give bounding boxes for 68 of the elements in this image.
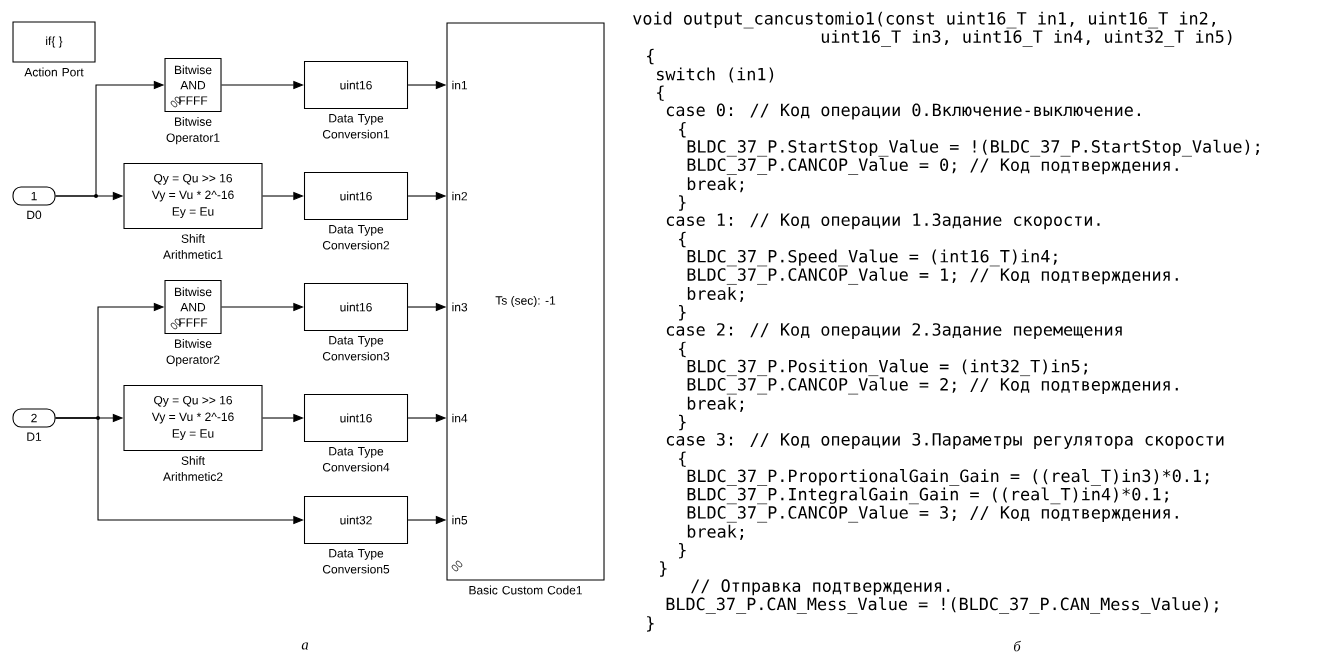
- code-line: }: [679, 195, 686, 211]
- shift-block: Qy = Qu >> 16 Vy = Vu * 2^-16 Ey = Eu: [123, 384, 263, 452]
- block-label: Data Type Conversion1: [322, 114, 390, 139]
- code-line: case 3: // Код операции 3.Параметры регулятора скорости: [666, 432, 1224, 449]
- conversion-block: uint16: [303, 282, 409, 332]
- sample-time-label: Ts (sec): -1: [495, 295, 556, 308]
- code-line: void output_cancustomio1(const uint16_T in1, uint16_T in2,: [633, 11, 1215, 29]
- panel-letter: а: [301, 642, 309, 650]
- code-line: BLDC_37_P.Position_Value = (int32_T)in5;: [687, 359, 1087, 377]
- code-line: {: [647, 48, 654, 65]
- block-label: D0: [27, 210, 42, 220]
- code-line: BLDC_37_P.Speed_Value = (int16_T)in4;: [687, 249, 1057, 267]
- code-line: case 0: // Код операции 0.Включение-выключение.: [666, 103, 1140, 120]
- block-label: Data Type Conversion5: [322, 549, 390, 574]
- code-line: }: [647, 616, 654, 632]
- code-line: BLDC_37_P.CANCOP_Value = 1; // Код подтверждения.: [687, 267, 1178, 285]
- block-label: Action Port: [24, 67, 84, 77]
- code-line: BLDC_37_P.CANCOP_Value = 3; // Код подтверждения.: [687, 505, 1178, 523]
- action-port-block: if{ }: [12, 21, 96, 63]
- port-label: in2: [452, 191, 467, 201]
- code-line: BLDC_37_P.CAN_Mess_Value = !(BLDC_37_P.CAN_Mess_Value);: [666, 597, 1218, 614]
- code-line: break;: [687, 286, 744, 303]
- code-line: {: [657, 85, 664, 101]
- custom-code-block: [446, 22, 605, 581]
- block-label: Basic Custom Code1: [469, 585, 582, 595]
- block-label: D1: [27, 432, 42, 441]
- code-line: BLDC_37_P.CANCOP_Value = 2; // Код подтверждения.: [687, 377, 1178, 395]
- code-line: }: [679, 542, 686, 559]
- code-line: case 2: // Код операции 2.Задание перемещения: [666, 323, 1122, 340]
- code-line: switch (in1): [657, 67, 774, 83]
- code-line: case 1: // Код операции 1.Задание скорости.: [666, 213, 1100, 230]
- code-line: {: [679, 122, 686, 138]
- port-label: in1: [452, 80, 468, 90]
- bitwise-block: Bitwise AND FFFF: [164, 279, 222, 335]
- block-label: Data Type Conversion3: [322, 336, 390, 361]
- code-line: BLDC_37_P.StartStop_Value = !(BLDC_37_P.StartStop_Value);: [687, 139, 1259, 157]
- code-line: BLDC_37_P.ProportionalGain_Gain = ((real_T)in3)*0.1;: [687, 469, 1209, 486]
- block-label: Shift Arithmetic2: [163, 456, 223, 481]
- code-line: }: [679, 414, 686, 431]
- code-line: {: [679, 341, 686, 358]
- block-label: Bitwise Operator2: [166, 339, 220, 367]
- code-line: }: [660, 561, 667, 577]
- panel-letter: б: [1013, 640, 1022, 652]
- block-label: Shift Arithmetic1: [163, 234, 223, 259]
- code-line: {: [679, 451, 686, 467]
- block-label: Bitwise Operator1: [166, 117, 220, 145]
- bitwise-block: Bitwise AND FFFF: [164, 57, 222, 113]
- shift-block: Qy = Qu >> 16 Vy = Vu * 2^-16 Ey = Eu: [123, 162, 263, 230]
- conversion-block: uint16: [303, 393, 409, 443]
- inport-block: 1: [12, 186, 56, 206]
- inport-block: 2: [12, 408, 56, 428]
- code-line: break;: [687, 524, 744, 540]
- code-line: BLDC_37_P.CANCOP_Value = 0; // Код подтверждения.: [687, 158, 1178, 175]
- code-line: }: [679, 305, 686, 321]
- port-label: in5: [452, 515, 468, 525]
- code-line: uint16_T in3, uint16_T in4, uint32_T in5): [821, 29, 1232, 47]
- code-line: BLDC_37_P.IntegralGain_Gain = ((real_T)in4)*0.1;: [687, 487, 1168, 505]
- conversion-block: uint32: [303, 495, 409, 545]
- port-label: in3: [452, 302, 468, 312]
- code-line: break;: [687, 177, 744, 193]
- conversion-block: uint16: [303, 60, 409, 110]
- code-line: {: [679, 231, 686, 248]
- block-label: Data Type Conversion2: [322, 225, 390, 250]
- block-label: Data Type Conversion4: [322, 447, 390, 472]
- conversion-block: uint16: [303, 171, 409, 221]
- port-label: in4: [452, 413, 468, 423]
- code-line: // Отправка подтверждения.: [691, 579, 950, 596]
- code-line: break;: [687, 396, 744, 412]
